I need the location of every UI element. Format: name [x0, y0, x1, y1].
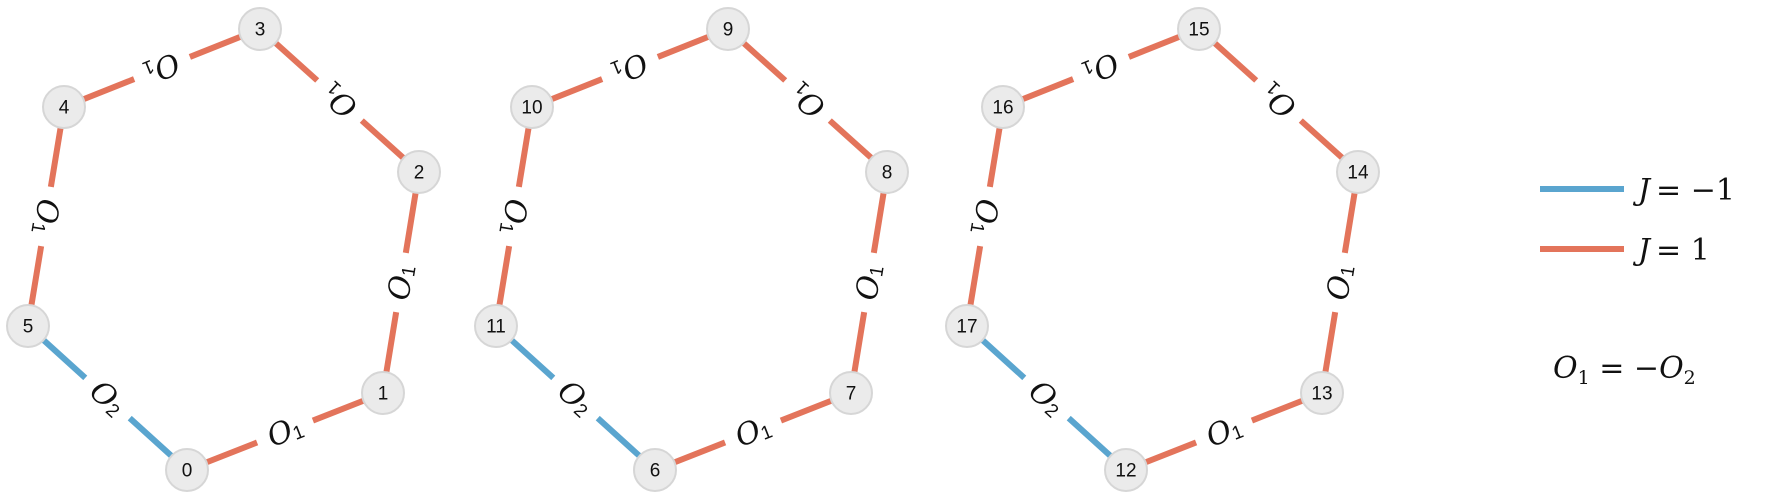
edge-operator-label: O1 — [26, 196, 66, 236]
svg-text:3: 3 — [255, 20, 266, 41]
site-node: 4 — [42, 85, 86, 129]
site-node: 6 — [633, 448, 677, 492]
svg-text:12: 12 — [1115, 461, 1136, 482]
edge-operator-label: O1 — [1320, 262, 1360, 302]
svg-text:10: 10 — [521, 98, 542, 119]
site-node: 0 — [165, 448, 209, 492]
legend-label-positive: J= 1 — [1632, 233, 1710, 268]
site-node: 7 — [829, 371, 873, 415]
site-node: 2 — [397, 150, 441, 194]
site-node: 13 — [1300, 371, 1344, 415]
svg-text:16: 16 — [992, 98, 1013, 119]
svg-text:2: 2 — [414, 163, 425, 184]
svg-text:14: 14 — [1347, 163, 1369, 184]
site-node: 5 — [6, 304, 50, 348]
site-node: 8 — [865, 150, 909, 194]
site-node: 10 — [510, 85, 554, 129]
svg-text:13: 13 — [1311, 384, 1332, 405]
svg-text:1: 1 — [378, 384, 389, 405]
site-node: 11 — [474, 304, 518, 348]
site-node: 9 — [706, 7, 750, 51]
site-node: 15 — [1177, 7, 1221, 51]
legend-label-negative: J= −1 — [1632, 173, 1735, 208]
site-node: 16 — [981, 85, 1025, 129]
svg-text:9: 9 — [723, 20, 734, 41]
edge-operator-label: O1 — [381, 262, 421, 302]
svg-text:6: 6 — [650, 461, 661, 482]
site-node: 12 — [1104, 448, 1148, 492]
svg-text:8: 8 — [882, 163, 893, 184]
svg-text:5: 5 — [23, 317, 34, 338]
edge-operator-label: O1 — [849, 262, 889, 302]
edge-operator-label: O1 — [965, 196, 1005, 236]
site-node: 17 — [945, 304, 989, 348]
svg-text:15: 15 — [1188, 20, 1209, 41]
svg-text:7: 7 — [846, 384, 857, 405]
svg-text:0: 0 — [182, 461, 193, 482]
site-node: 14 — [1336, 150, 1380, 194]
operator-relation: O1 = −O2 — [1553, 351, 1696, 389]
edge-operator-label: O1 — [494, 196, 534, 236]
svg-text:4: 4 — [59, 98, 70, 119]
svg-text:11: 11 — [486, 317, 506, 338]
site-node: 1 — [361, 371, 405, 415]
svg-text:17: 17 — [956, 317, 977, 338]
site-node: 3 — [238, 7, 282, 51]
